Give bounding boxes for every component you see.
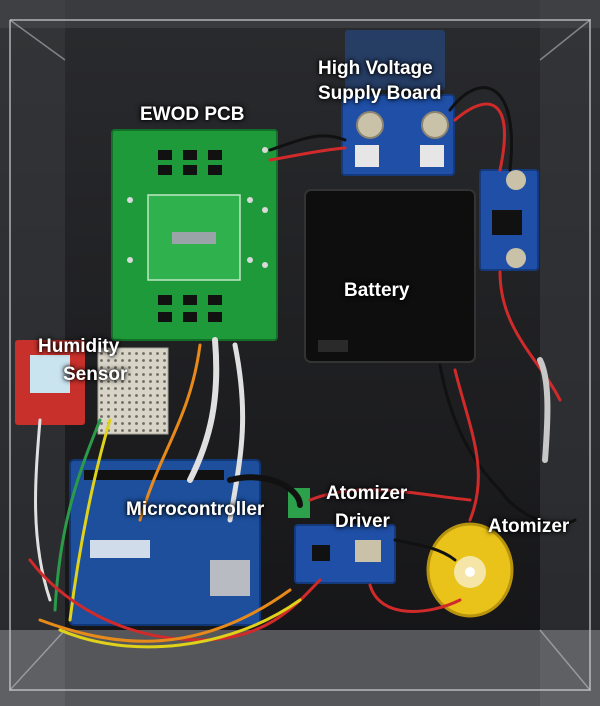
wires	[28, 86, 577, 649]
high-voltage-board	[341, 30, 455, 176]
label-ewod-pcb: EWOD PCB	[140, 104, 245, 125]
label-humidity-line1: Humidity	[38, 336, 120, 357]
enclosure-corner-tr	[539, 19, 591, 61]
label-high-voltage-line2: Supply Board	[318, 83, 442, 104]
microcontroller-board	[69, 459, 261, 626]
enclosure-corner-bl	[9, 629, 66, 691]
label-high-voltage-line1: High Voltage	[318, 58, 433, 79]
enclosure-corner-tl	[9, 19, 66, 61]
label-atomizer-driver-line1: Atomizer	[326, 483, 408, 504]
enclosure-corner-br	[539, 629, 591, 691]
label-battery: Battery	[344, 280, 410, 301]
label-atomizer: Atomizer	[488, 516, 570, 537]
enclosure-top-edge	[0, 0, 600, 28]
dc-converter-board	[479, 169, 539, 271]
atomizer-disc	[426, 522, 514, 618]
battery-pack	[304, 189, 476, 363]
label-atomizer-driver-line2: Driver	[335, 511, 390, 532]
ewod-pcb	[111, 129, 278, 341]
label-humidity-line2: Sensor	[63, 364, 128, 385]
label-microcontroller: Microcontroller	[126, 499, 265, 520]
